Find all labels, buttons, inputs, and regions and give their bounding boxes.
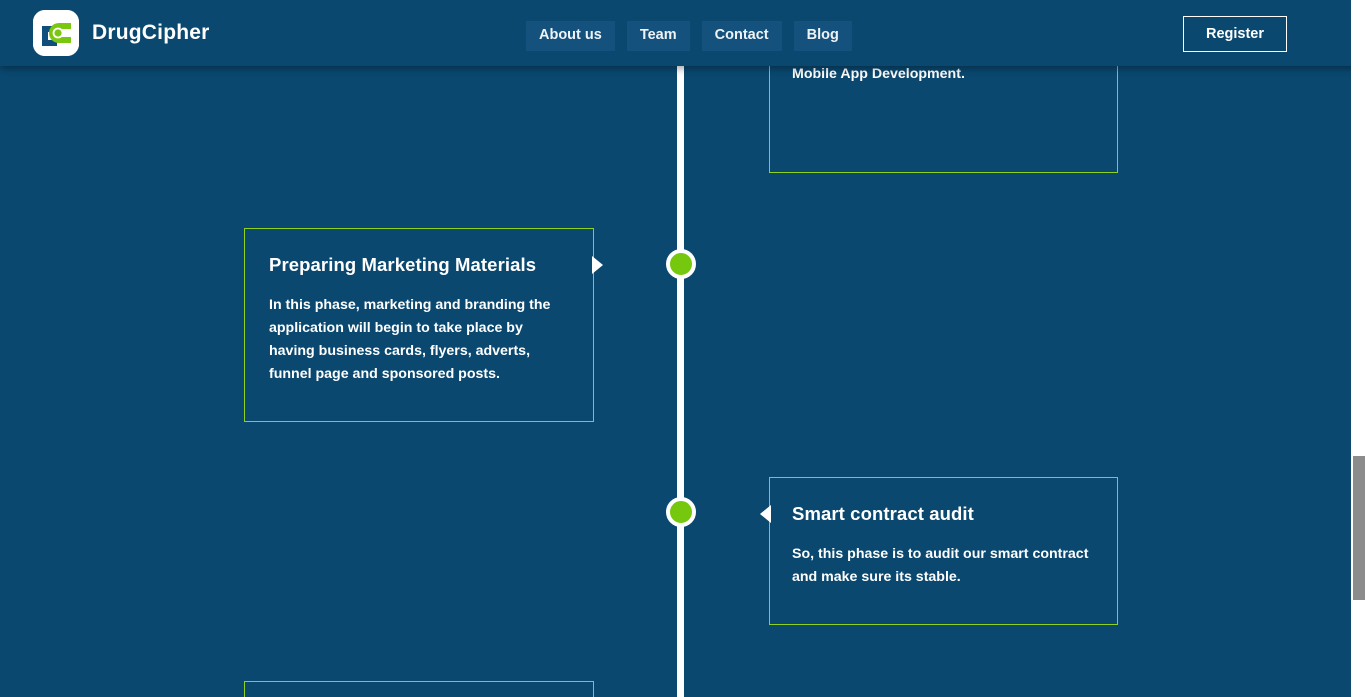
page-scrollbar-thumb[interactable] (1353, 456, 1365, 600)
brand[interactable]: DrugCipher (33, 10, 210, 56)
site-header: DrugCipher About us Team Contact Blog Re… (0, 0, 1366, 66)
nav-item-contact[interactable]: Contact (701, 21, 782, 51)
nav-item-blog[interactable]: Blog (793, 21, 852, 51)
register-button[interactable]: Register (1182, 16, 1287, 52)
card-pointer-right-icon (592, 256, 603, 274)
nav-item-team[interactable]: Team (626, 21, 690, 51)
card-body: In this phase, marketing and branding th… (269, 297, 551, 382)
brand-name: DrugCipher (92, 21, 210, 44)
card-pointer-left-icon (760, 505, 771, 523)
card-body: So, this phase is to audit our smart con… (792, 546, 1089, 585)
timeline-dot-audit (666, 497, 696, 527)
card-title: Preparing Marketing Materials (269, 254, 537, 275)
timeline-card-preparing-marketing-materials: Preparing Marketing Materials In this ph… (244, 228, 603, 422)
timeline-spine (677, 62, 684, 697)
timeline-card-smart-contract-audit: Smart contract audit So, this phase is t… (760, 477, 1118, 625)
nav-item-about-us[interactable]: About us (526, 21, 615, 51)
main-nav: About us Team Contact Blog (526, 21, 852, 51)
timeline-card-partial-bottom (244, 681, 594, 697)
drugcipher-logo-icon (33, 10, 79, 56)
card-title: Smart contract audit (792, 503, 974, 524)
timeline-dot-marketing (666, 249, 696, 279)
